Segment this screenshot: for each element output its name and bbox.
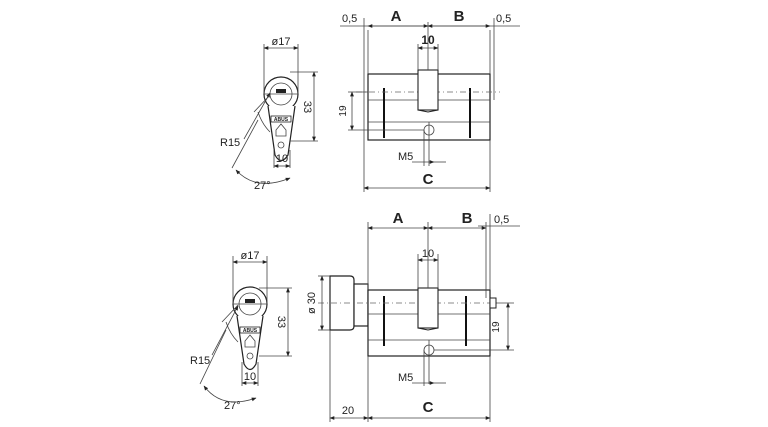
width-label: 10	[276, 153, 288, 165]
label-b: B	[454, 8, 465, 25]
bottom-cylinder-view: ø 30 A B 0,5 10 19	[306, 210, 520, 422]
knob-diameter-label: ø 30	[306, 292, 318, 314]
knob-diameter-dimension: ø 30	[306, 275, 330, 331]
height-label: 33	[275, 316, 287, 328]
bottom-profile-view: ABUS ø17 33 10 R15	[190, 250, 292, 412]
top-cylinder-view: 0,5 0,5 A B 10 19 M5	[338, 8, 520, 192]
height-label: 33	[301, 101, 313, 113]
diameter-dimension: ø17	[232, 250, 268, 304]
cam-width-label: 10	[421, 33, 435, 47]
length-dimensions: 0,5 0,5 A B	[340, 8, 520, 140]
width-label: 10	[244, 371, 256, 383]
left-gap-label: 0,5	[342, 13, 357, 25]
cam-width-label: 10	[422, 248, 434, 260]
diameter-dimension: ø17	[263, 36, 299, 94]
label-b: B	[462, 210, 473, 227]
radius-label: R15	[220, 137, 240, 149]
cam-width-dimension: 10	[417, 33, 439, 70]
height-label: 19	[338, 105, 349, 117]
total-dimension: 20 C	[329, 330, 491, 422]
height-dimension: 19	[434, 302, 514, 351]
cam-width-dimension: 10	[417, 248, 439, 288]
profile-outline: ABUS	[263, 76, 299, 162]
diameter-label: ø17	[272, 36, 291, 48]
screw-label: M5	[398, 372, 413, 384]
width-dimension: 10	[273, 150, 291, 168]
profile-brand-text: ABUS	[243, 328, 258, 334]
right-gap-label: 0,5	[496, 13, 511, 25]
length-dimensions: A B 0,5	[367, 210, 520, 298]
cylinder-body	[318, 275, 500, 384]
height-label: 19	[491, 321, 502, 333]
angle-label: 27°	[254, 180, 271, 192]
radius-dimension: R15	[190, 304, 239, 367]
height-dimension: 33	[290, 71, 318, 142]
profile-brand-text: ABUS	[274, 117, 289, 123]
angle-dimension: 27°	[231, 119, 291, 192]
angle-label: 27°	[224, 400, 241, 412]
angle-dimension: 27°	[199, 329, 257, 412]
total-dimension: C	[363, 140, 491, 192]
knob-length-label: 20	[342, 405, 354, 417]
cylinder-body	[356, 69, 500, 166]
top-profile-view: ABUS ø17 33 10 R15	[220, 36, 318, 192]
total-label: C	[423, 399, 434, 416]
right-gap-label: 0,5	[494, 214, 509, 226]
height-dimension: 33	[259, 287, 292, 357]
screw-dimension: M5	[398, 350, 446, 386]
radius-dimension: R15	[220, 92, 271, 149]
diameter-label: ø17	[241, 250, 260, 262]
profile-outline: ABUS	[232, 286, 268, 371]
height-dimension: 19	[338, 91, 424, 131]
width-dimension: 10	[241, 362, 259, 386]
label-a: A	[393, 210, 404, 227]
total-label: C	[423, 171, 434, 188]
screw-dimension: M5	[398, 130, 446, 166]
screw-label: M5	[398, 151, 413, 163]
radius-label: R15	[190, 355, 210, 367]
label-a: A	[391, 8, 402, 25]
